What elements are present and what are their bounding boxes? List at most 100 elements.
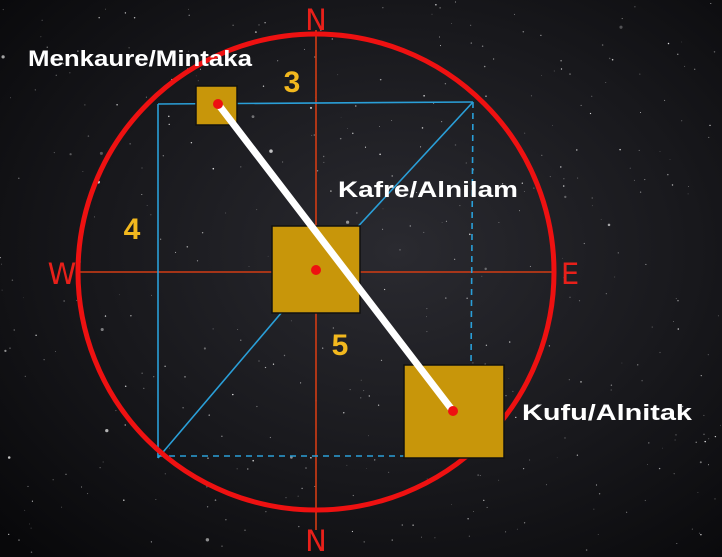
star — [598, 493, 601, 495]
star — [577, 177, 579, 179]
star — [633, 179, 635, 181]
star — [115, 410, 117, 412]
star — [277, 60, 279, 62]
west-label: W — [48, 257, 77, 291]
star — [423, 231, 425, 233]
star — [272, 363, 275, 365]
star — [610, 384, 613, 386]
star — [123, 499, 125, 501]
star — [529, 265, 531, 267]
star — [399, 249, 401, 251]
star — [459, 205, 461, 207]
star — [346, 464, 348, 466]
star — [589, 112, 592, 115]
star — [247, 468, 249, 470]
star — [63, 300, 65, 302]
star — [236, 468, 238, 470]
star — [607, 223, 611, 227]
star — [585, 549, 588, 551]
star — [366, 468, 368, 470]
star — [323, 161, 325, 163]
star — [165, 61, 167, 63]
star — [391, 175, 393, 177]
star — [24, 375, 26, 377]
star — [709, 124, 711, 127]
star — [513, 13, 516, 15]
star — [11, 279, 14, 281]
north-top-label: N — [305, 3, 327, 37]
star — [303, 48, 306, 50]
star — [377, 404, 380, 406]
star — [501, 183, 504, 185]
star — [305, 467, 307, 469]
star — [337, 74, 339, 76]
star — [667, 42, 670, 45]
star — [610, 389, 612, 391]
star — [188, 50, 190, 52]
star — [105, 428, 109, 433]
menkaure-center-dot — [213, 99, 223, 109]
star — [508, 341, 511, 343]
star — [150, 214, 152, 216]
star — [560, 59, 562, 62]
star — [714, 435, 717, 438]
star — [1, 263, 2, 265]
star — [87, 135, 90, 137]
star — [187, 62, 189, 64]
star — [62, 63, 64, 65]
star — [439, 7, 441, 9]
star — [93, 216, 95, 218]
star — [387, 471, 390, 474]
star — [8, 533, 10, 536]
star — [383, 288, 386, 291]
star — [206, 486, 208, 488]
star — [77, 50, 79, 52]
star — [445, 297, 447, 299]
star — [658, 467, 661, 470]
star — [141, 372, 143, 374]
star — [221, 435, 223, 437]
star — [343, 412, 345, 414]
star — [454, 258, 456, 260]
star — [127, 64, 129, 66]
star — [694, 68, 696, 70]
star — [345, 220, 350, 224]
star — [190, 141, 193, 144]
star — [580, 104, 582, 106]
star — [282, 161, 284, 163]
kufu-center-dot — [448, 406, 458, 416]
star — [364, 146, 367, 148]
star — [467, 518, 469, 520]
star — [182, 407, 184, 409]
star — [426, 478, 428, 480]
star — [646, 464, 648, 465]
star — [102, 461, 104, 463]
star — [309, 106, 313, 109]
star — [605, 293, 607, 295]
star — [684, 65, 686, 67]
star — [664, 99, 666, 101]
star — [352, 494, 354, 497]
star — [540, 34, 542, 37]
star — [363, 541, 365, 543]
star — [55, 74, 57, 76]
star — [205, 538, 210, 542]
star — [99, 467, 101, 469]
star — [639, 412, 641, 414]
star — [617, 252, 619, 254]
star — [519, 210, 520, 212]
star — [24, 509, 26, 511]
star — [470, 42, 473, 44]
star — [118, 294, 120, 296]
star — [523, 522, 526, 524]
star — [208, 414, 210, 416]
star — [645, 263, 647, 265]
star — [105, 8, 106, 10]
star — [323, 155, 325, 158]
star — [681, 41, 683, 43]
star — [87, 493, 89, 495]
star — [332, 327, 334, 329]
star — [339, 137, 342, 140]
star — [360, 379, 362, 381]
